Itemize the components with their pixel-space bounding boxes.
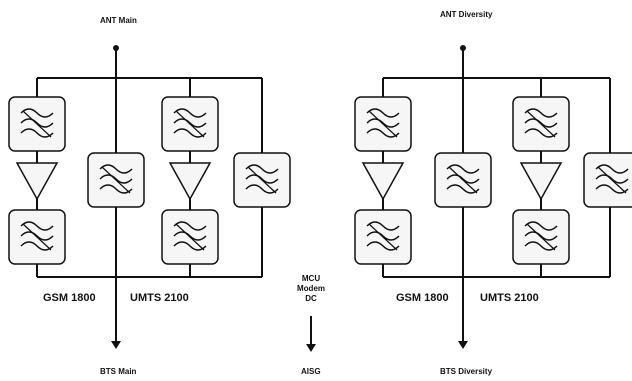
- div-gsm-filter-top-icon: [354, 96, 412, 152]
- umts-filter-top-icon: [161, 96, 219, 152]
- gsm-amplifier-icon: [15, 162, 59, 201]
- dc-line: DC: [305, 294, 317, 303]
- right-filter-icon: [233, 152, 291, 208]
- left-gsm-band-label: GSM 1800: [43, 292, 96, 304]
- gsm-filter-top-icon: [8, 96, 66, 152]
- mcu-line: MCU: [301, 274, 321, 283]
- div-gsm-amplifier-icon: [361, 162, 405, 201]
- gsm-filter-bottom-icon: [8, 209, 66, 265]
- main-filter-icon: [87, 152, 145, 208]
- bts-diversity-label: BTS Diversity: [440, 367, 493, 376]
- ant-main-label: ANT Main: [100, 16, 137, 25]
- div-gsm-filter-bottom-icon: [354, 209, 412, 265]
- div-main-filter-icon: [434, 152, 492, 208]
- diversity-path: [354, 45, 632, 349]
- right-umts-band-label: UMTS 2100: [480, 292, 539, 304]
- bts-main-label: BTS Main: [100, 367, 137, 376]
- mcu-modem-dc-label: MCU Modem DC: [292, 274, 330, 304]
- div-umts-amplifier-icon: [519, 162, 563, 201]
- right-gsm-band-label: GSM 1800: [396, 292, 449, 304]
- div-right-filter-icon: [583, 152, 632, 208]
- modem-line: Modem: [297, 284, 325, 293]
- left-umts-band-label: UMTS 2100: [130, 292, 189, 304]
- ant-diversity-label: ANT Diversity: [440, 10, 493, 19]
- div-umts-filter-top-icon: [512, 96, 570, 152]
- main-path: [8, 45, 291, 349]
- aisg-label: AISG: [301, 367, 321, 376]
- div-umts-filter-bottom-icon: [512, 209, 570, 265]
- umts-filter-bottom-icon: [161, 209, 219, 265]
- umts-amplifier-icon: [168, 162, 212, 201]
